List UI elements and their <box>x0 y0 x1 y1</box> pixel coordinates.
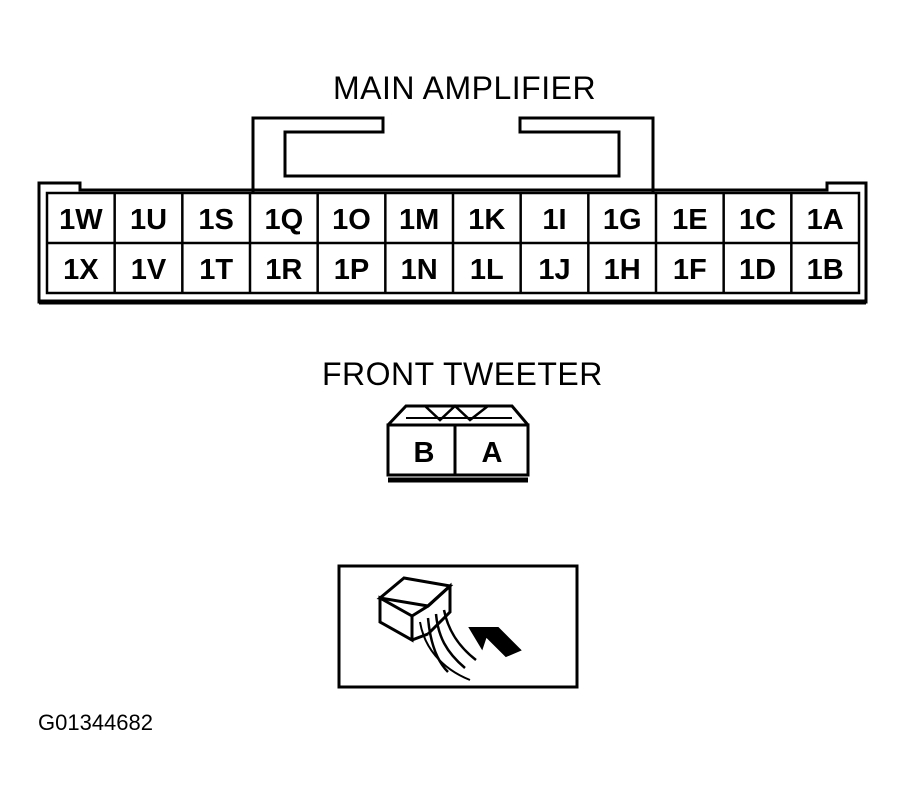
figure-code: G01344682 <box>38 710 153 735</box>
amp-pin-1c: 1C <box>739 204 776 236</box>
amp-pin-1n: 1N <box>401 254 438 286</box>
amp-pin-1a: 1A <box>807 204 844 236</box>
front-tweeter-title: FRONT TWEETER <box>322 356 603 392</box>
tweeter-pin-a: A <box>482 437 503 469</box>
amp-pin-1o: 1O <box>332 204 371 236</box>
pin-grid <box>113 193 793 293</box>
amp-pin-1l: 1L <box>470 254 504 286</box>
amp-pin-1q: 1Q <box>264 204 303 236</box>
tweeter-pin-b: B <box>414 437 435 469</box>
amp-pin-1j: 1J <box>538 254 570 286</box>
amp-pin-1e: 1E <box>672 204 707 236</box>
amp-pin-1r: 1R <box>265 254 302 286</box>
amp-pin-1h: 1H <box>604 254 641 286</box>
amp-pin-1t: 1T <box>199 254 233 286</box>
pin-labels: 1W 1U 1S 1Q 1O 1M 1K 1I 1G 1E 1C 1A 1X 1V 1T 1R 1P 1N 1L 1J… <box>59 204 844 286</box>
amp-pin-1g: 1G <box>603 204 642 236</box>
amp-pin-1x: 1X <box>63 254 99 286</box>
amp-pin-1b: 1B <box>807 254 844 286</box>
amp-pin-1m: 1M <box>399 204 439 236</box>
amp-pin-1d: 1D <box>739 254 776 286</box>
amp-pin-1v: 1V <box>131 254 167 286</box>
front-tweeter-connector <box>386 404 530 483</box>
amp-pin-1i: 1I <box>542 204 566 236</box>
amp-pin-1s: 1S <box>198 204 233 236</box>
amp-pin-1f: 1F <box>673 254 707 286</box>
connector-backprobe-icon <box>337 564 579 689</box>
amp-pin-1u: 1U <box>130 204 167 236</box>
amp-pin-1w: 1W <box>59 204 103 236</box>
amp-pin-1k: 1K <box>468 204 505 236</box>
main-amplifier-title: MAIN AMPLIFIER <box>333 70 597 106</box>
amp-pin-1p: 1P <box>334 254 369 286</box>
